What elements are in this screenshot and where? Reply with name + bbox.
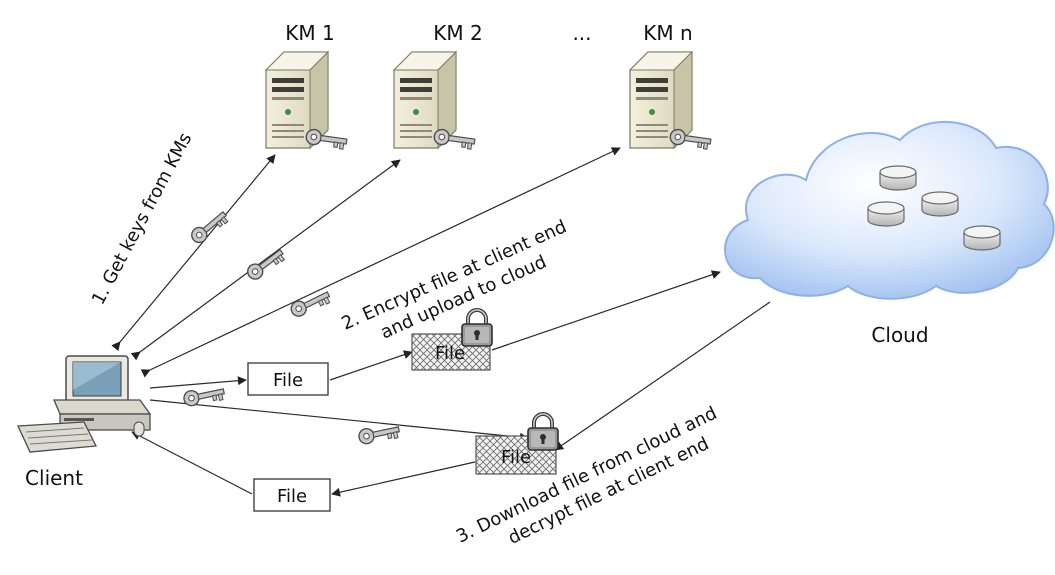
km2: KM 2 (393, 21, 483, 151)
cloud-icon (724, 120, 1055, 300)
key-icon (181, 383, 227, 409)
cloud-label: Cloud (871, 323, 928, 347)
arrow-client-decrypt (149, 399, 529, 442)
client-label: Client (25, 466, 83, 490)
arrow-client-km1 (111, 154, 276, 352)
file-label: File (435, 343, 465, 364)
key-icon (287, 286, 333, 320)
arrow-client-kmn (140, 147, 621, 378)
file-plain-upload: File (247, 362, 329, 396)
km1-label: KM 1 (285, 21, 334, 45)
kmn-label: KM n (643, 21, 692, 45)
step3-label: 3. Download file from cloud and decrypt … (453, 403, 720, 549)
file-plain-download: File (253, 478, 331, 512)
arrow-client-file (149, 376, 247, 389)
database-icon (879, 165, 917, 191)
padlock-icon (526, 412, 560, 452)
arrow-encrypted-cloud (491, 270, 721, 351)
database-icon (867, 201, 905, 227)
file-label: File (501, 447, 531, 468)
arrow-file-client (131, 431, 253, 495)
key-icon (356, 421, 402, 447)
computer-icon (17, 355, 152, 453)
step3-line1: 3. Download file from cloud and (453, 403, 720, 548)
file-label: File (277, 486, 307, 507)
arrow-file-encrypted (329, 350, 413, 381)
file-encrypted-upload: File (411, 308, 494, 371)
arrows (111, 147, 771, 497)
arrow-cloud-download (554, 301, 771, 451)
km2-label: KM 2 (433, 21, 482, 45)
kmn: KM n (629, 21, 713, 151)
km1: KM 1 (265, 21, 349, 151)
file-encrypted-download: File (475, 412, 560, 475)
arrow-decrypt-file (331, 461, 476, 497)
step1-label: 1. Get keys from KMs (88, 129, 197, 308)
km-ellipsis: ... (572, 21, 591, 45)
database-icon (921, 191, 959, 217)
key-icon (188, 207, 231, 247)
padlock-icon (460, 308, 494, 348)
file-label: File (273, 370, 303, 391)
key-icon (244, 245, 288, 284)
database-icon (963, 225, 1001, 251)
